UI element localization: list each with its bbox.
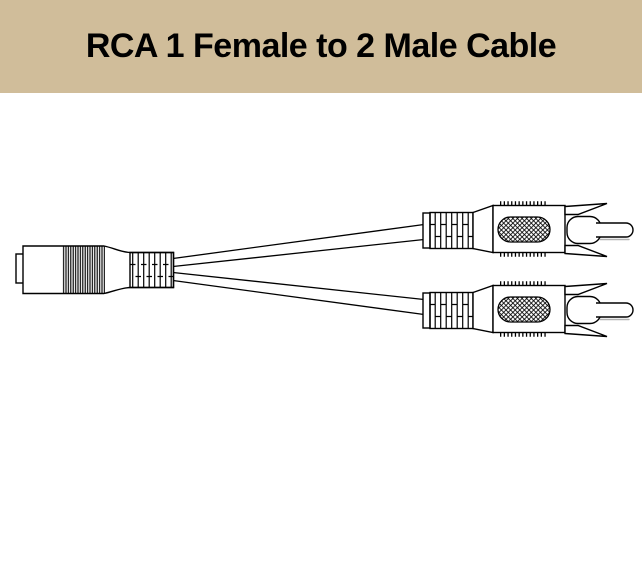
female-hatch-band bbox=[62, 246, 105, 294]
lower-male-connector bbox=[423, 284, 633, 337]
title-banner: RCA 1 Female to 2 Male Cable bbox=[0, 0, 642, 93]
upper-male-connector bbox=[423, 204, 633, 257]
lower-cable bbox=[172, 271, 425, 316]
female-connector bbox=[15, 245, 175, 295]
upper-cable bbox=[172, 223, 425, 268]
illustration-area bbox=[0, 93, 642, 567]
page-title: RCA 1 Female to 2 Male Cable bbox=[85, 27, 557, 65]
cable-drawing bbox=[15, 93, 642, 567]
female-strain-relief bbox=[129, 251, 175, 289]
